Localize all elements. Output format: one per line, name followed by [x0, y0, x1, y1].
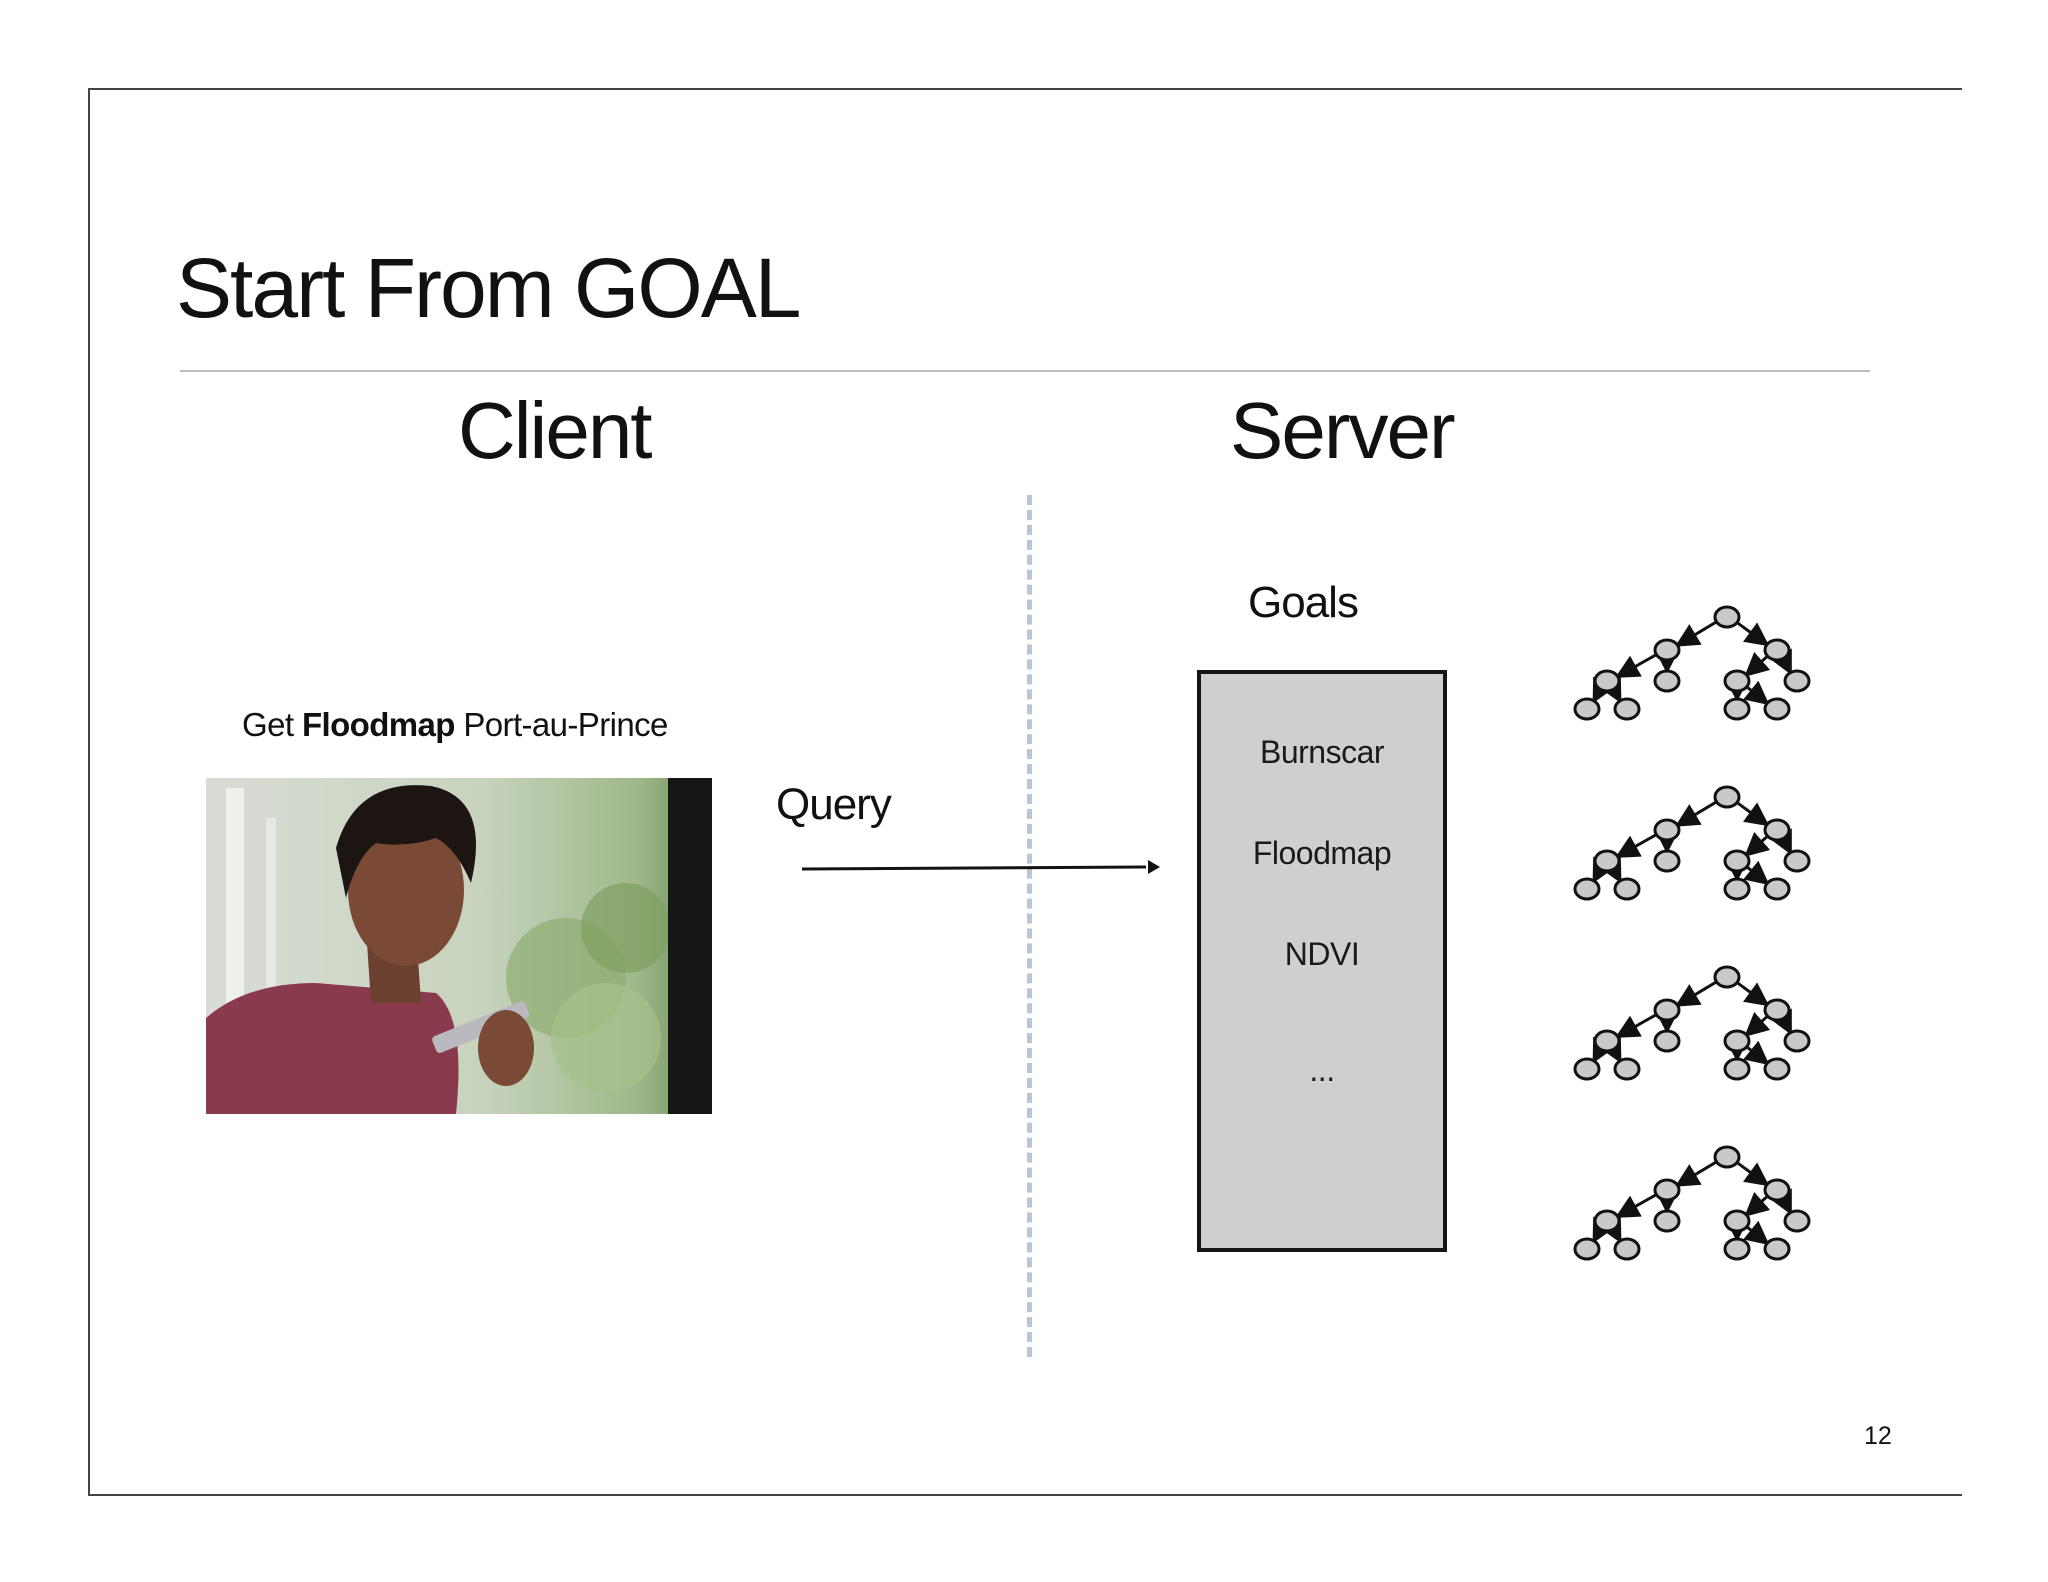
caption-prefix: Get [242, 706, 302, 743]
tree-node [1573, 1057, 1601, 1081]
tree-edge [1615, 832, 1658, 858]
tree-node [1783, 849, 1811, 873]
tree-node [1723, 1029, 1751, 1053]
tree-edge [1743, 1040, 1770, 1066]
tree-edge [1743, 1220, 1770, 1246]
tree-node [1593, 669, 1621, 693]
tree-edge [1674, 980, 1719, 1007]
tree-node [1763, 877, 1791, 901]
tree-node [1713, 1145, 1741, 1169]
title-rule [180, 370, 1870, 372]
tree-edge [1615, 652, 1658, 678]
tree-node [1653, 1178, 1681, 1202]
client-heading: Client [458, 386, 653, 475]
tree-edge [1615, 1012, 1658, 1038]
goal-item: ... [1309, 1052, 1335, 1088]
tree-node [1723, 1209, 1751, 1233]
tree-edge [1743, 860, 1770, 886]
tree-node [1763, 818, 1791, 842]
query-arrow [801, 860, 1160, 874]
tree-edge [1735, 620, 1770, 647]
tree-edge [1674, 800, 1719, 827]
tree-edge [1744, 1191, 1771, 1217]
goal-item: Burnscar [1259, 734, 1385, 770]
goal-tree [1573, 1145, 1811, 1261]
tree-node [1613, 1057, 1641, 1081]
tree-node [1573, 877, 1601, 901]
tree-edge [1744, 831, 1771, 857]
tree-node [1613, 877, 1641, 901]
goal-item: NDVI [1284, 936, 1360, 972]
tree-node [1763, 638, 1791, 662]
tree-node [1783, 1209, 1811, 1233]
tree-node [1613, 697, 1641, 721]
tree-node [1723, 669, 1751, 693]
tree-edge [1674, 620, 1719, 647]
slide-title: Start From GOAL [176, 241, 801, 335]
goal-tree [1573, 785, 1811, 901]
tree-edge [1770, 648, 1792, 676]
caption-bold-goal: Floodmap [301, 706, 455, 743]
tree-node [1763, 1237, 1791, 1261]
tree-node [1573, 697, 1601, 721]
tree-edge [1735, 1160, 1770, 1187]
goal-trees [1573, 605, 1811, 1261]
tree-node [1763, 697, 1791, 721]
server-heading: Server [1230, 386, 1456, 475]
tree-edge [1615, 1192, 1658, 1218]
tree-edge [1735, 980, 1770, 1007]
tree-edge [1744, 651, 1771, 677]
tree-node [1723, 849, 1751, 873]
tree-node [1593, 1029, 1621, 1053]
tree-node [1593, 849, 1621, 873]
tree-node [1763, 998, 1791, 1022]
tree-node [1653, 1209, 1681, 1233]
goals-label: Goals [1248, 578, 1359, 627]
client-server-divider [1027, 495, 1032, 1357]
goal-tree [1573, 965, 1811, 1081]
tree-node [1713, 965, 1741, 989]
user-speaking-photo [206, 778, 712, 1114]
tree-edge [1674, 1160, 1719, 1187]
tree-node [1653, 849, 1681, 873]
goal-item: Floodmap [1252, 835, 1392, 871]
caption-suffix: Port-au-Prince [454, 706, 668, 743]
goal-list-box: Burnscar Floodmap NDVI ... [1197, 670, 1447, 1252]
tree-node [1713, 785, 1741, 809]
tree-node [1783, 669, 1811, 693]
tree-node [1783, 1029, 1811, 1053]
tree-node [1763, 1057, 1791, 1081]
page-number: 12 [1864, 1422, 1892, 1450]
tree-edge [1735, 800, 1770, 827]
tree-edge [1770, 1008, 1792, 1036]
tree-node [1723, 1237, 1751, 1261]
tree-node [1723, 877, 1751, 901]
tree-edge [1770, 1188, 1792, 1216]
tree-node [1653, 818, 1681, 842]
tree-node [1723, 1057, 1751, 1081]
tree-node [1713, 605, 1741, 629]
goal-tree [1573, 605, 1811, 721]
query-label: Query [776, 780, 892, 829]
tree-edge [1744, 1011, 1771, 1037]
tree-node [1613, 1237, 1641, 1261]
tree-edge [1743, 680, 1770, 706]
tree-node [1653, 638, 1681, 662]
tree-node [1653, 1029, 1681, 1053]
tree-node [1593, 1209, 1621, 1233]
tree-node [1763, 1178, 1791, 1202]
client-query-caption: Get Floodmap Port-au-Prince [242, 706, 668, 744]
tree-node [1573, 1237, 1601, 1261]
tree-edge [1770, 828, 1792, 856]
tree-node [1653, 669, 1681, 693]
tree-node [1653, 998, 1681, 1022]
tree-node [1723, 697, 1751, 721]
